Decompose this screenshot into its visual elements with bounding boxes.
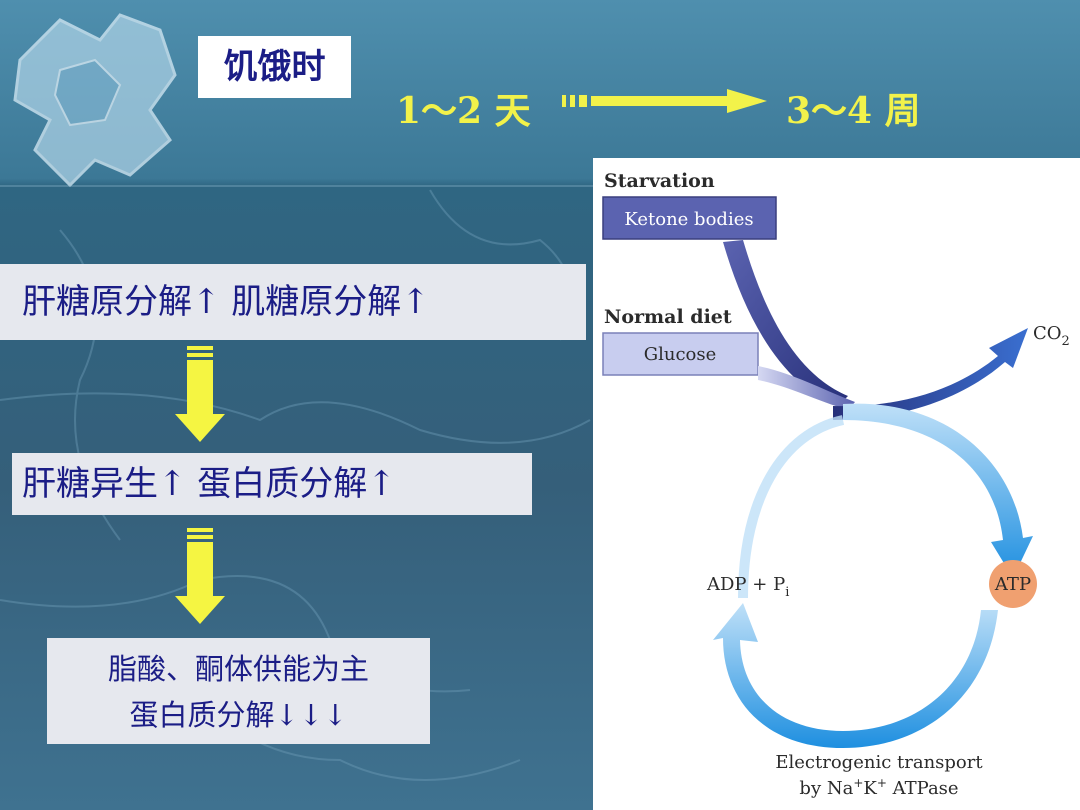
glucose-flow-arrow bbox=[758, 366, 855, 410]
ketone-box bbox=[602, 196, 777, 240]
timeline-end: 3～4 周 bbox=[786, 90, 921, 132]
timeline-start: 1～2 天 bbox=[396, 90, 531, 132]
step-glycogenolysis: 肝糖原分解↑ 肌糖原分解↑ bbox=[0, 264, 586, 340]
ketone-label: Ketone bodies bbox=[624, 209, 753, 230]
glucose-box bbox=[602, 332, 759, 376]
down-arrow-icon bbox=[175, 528, 225, 624]
transport-line1: Electrogenic transport bbox=[775, 752, 983, 773]
atp-circle bbox=[989, 560, 1037, 608]
metabolism-diagram: Starvation Ketone bodies Normal diet Glu… bbox=[593, 158, 1080, 810]
transport-line2: by Na+K+ ATPase bbox=[799, 776, 958, 799]
puzzle-logo bbox=[13, 13, 177, 188]
adp-label: ADP + Pi bbox=[706, 574, 789, 600]
glucose-label: Glucose bbox=[644, 344, 717, 365]
cycle-left-upper bbox=[738, 415, 845, 599]
atp-label: ATP bbox=[994, 574, 1031, 595]
starvation-label: Starvation bbox=[604, 170, 715, 192]
ketone-flow-arrow bbox=[723, 240, 848, 406]
step-gluconeogenesis: 肝糖异生↑ 蛋白质分解↑ bbox=[12, 453, 532, 515]
down-arrow-icon bbox=[175, 346, 225, 442]
step3-line1: 脂酸、酮体供能为主 bbox=[107, 652, 369, 686]
normal-diet-label: Normal diet bbox=[604, 306, 732, 328]
step3-line2: 蛋白质分解↓↓↓ bbox=[129, 698, 348, 732]
timeline-arrow bbox=[562, 89, 767, 113]
co2-label: CO2 bbox=[1033, 323, 1070, 349]
cycle-right-arrow bbox=[843, 403, 1033, 578]
cycle-left-arrow bbox=[713, 603, 998, 748]
page-title: 饥饿时 bbox=[198, 36, 351, 98]
step-ketone-energy: 脂酸、酮体供能为主 蛋白质分解↓↓↓ bbox=[47, 638, 430, 744]
